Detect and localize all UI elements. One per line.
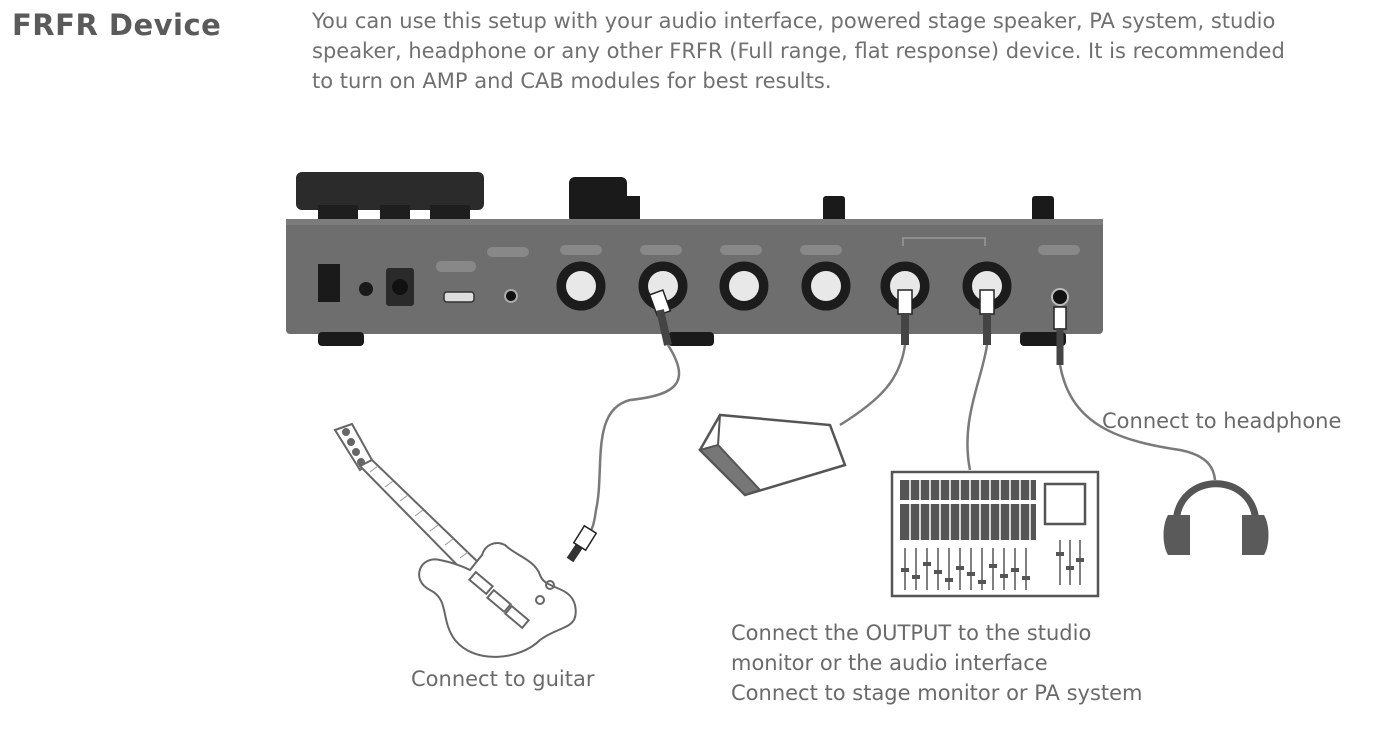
multi-effects-device xyxy=(286,172,1103,346)
output-label-line: Connect the OUTPUT to the studio xyxy=(731,621,1092,645)
description-line: to turn on AMP and CAB modules for best … xyxy=(312,69,832,93)
description: You can use this setup with your audio i… xyxy=(312,6,1372,96)
mixer-icon xyxy=(890,470,1100,598)
cables xyxy=(587,344,1217,536)
headphone-label: Connect to headphone xyxy=(1102,409,1342,433)
description-line: You can use this setup with your audio i… xyxy=(312,9,1276,33)
guitar-label: Connect to guitar xyxy=(411,667,595,691)
output-label-line: Connect to stage monitor or PA system xyxy=(731,681,1143,705)
description-line: speaker, headphone or any other FRFR (Fu… xyxy=(312,39,1285,63)
output-label-line: monitor or the audio interface xyxy=(731,651,1048,675)
power-switch xyxy=(318,264,340,302)
guitar-icon xyxy=(333,422,598,658)
cable-plugs xyxy=(648,289,1067,365)
stage-monitor-icon xyxy=(698,413,847,497)
output-label: Connect the OUTPUT to the studio monitor… xyxy=(731,618,1143,708)
page-title: FRFR Device xyxy=(12,8,222,42)
headphone-icon xyxy=(1163,480,1269,555)
